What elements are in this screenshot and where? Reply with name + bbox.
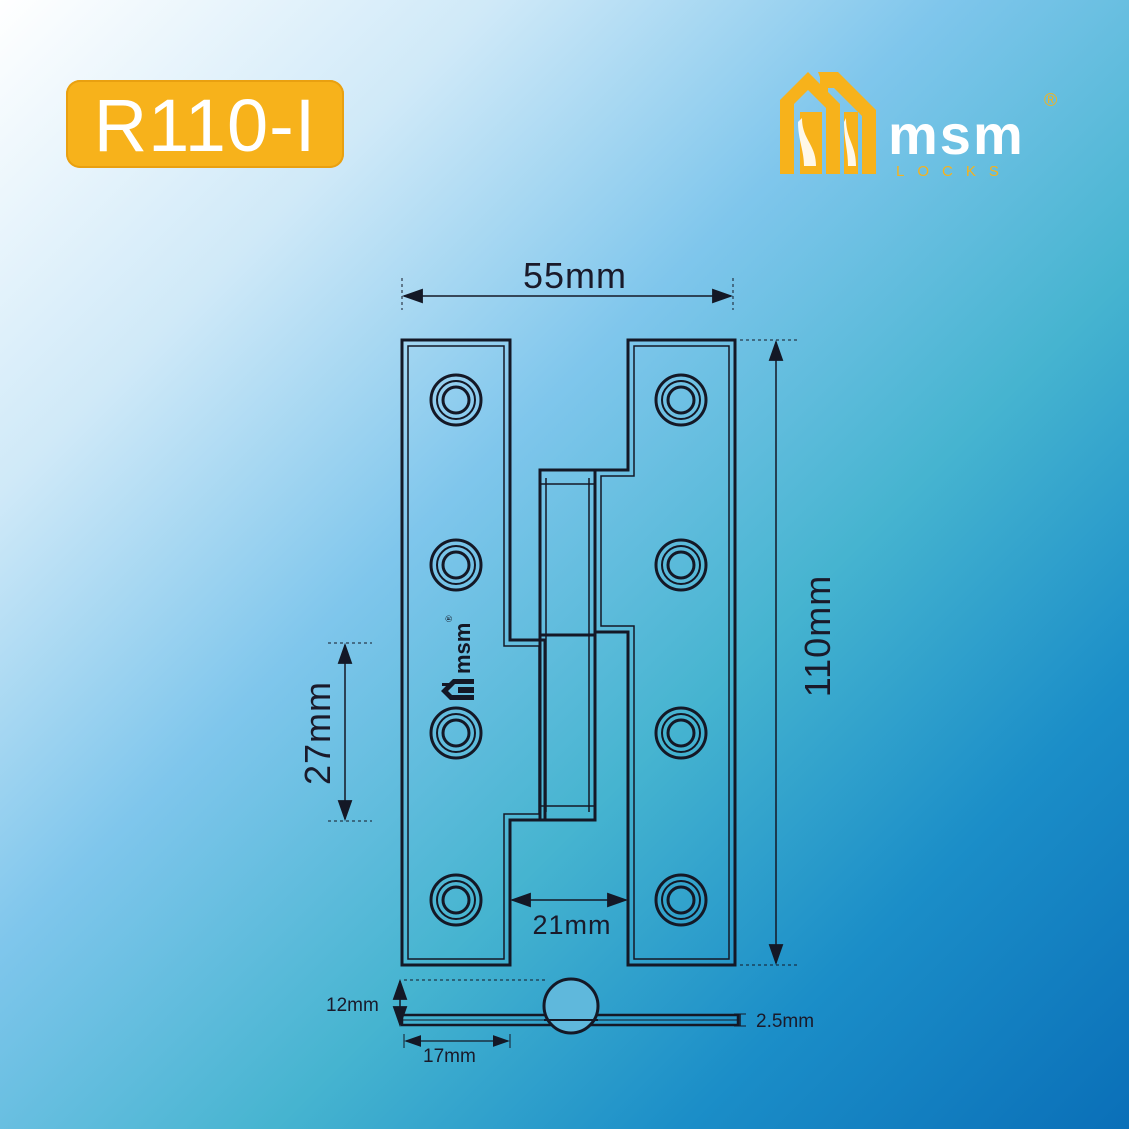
dimension-leaf-offset-label: 17mm bbox=[423, 1046, 476, 1067]
dimension-leaf-offset bbox=[403, 1034, 511, 1048]
screw-hole-icon bbox=[429, 373, 483, 427]
screw-hole-icon bbox=[654, 873, 708, 927]
screw-hole-icon bbox=[654, 706, 708, 760]
brand-tagline: LOCKS bbox=[896, 163, 1012, 180]
hinge-knuckle bbox=[538, 468, 597, 822]
dimension-height-label: 110mm bbox=[797, 575, 838, 697]
screw-hole-icon bbox=[654, 373, 708, 427]
dimension-knuckle-diameter-label: 12mm bbox=[326, 995, 379, 1016]
stamp-registered-mark: ® bbox=[444, 615, 454, 622]
msm-locks-logo: msm ® LOCKS bbox=[780, 72, 1057, 180]
hinge-stamp: msm ® bbox=[441, 615, 475, 700]
dimension-thickness-label: 2.5mm bbox=[756, 1011, 814, 1032]
dimension-width bbox=[401, 278, 734, 310]
brand-name: msm bbox=[888, 103, 1025, 166]
dimension-gap-label: 21mm bbox=[532, 910, 611, 940]
dimension-width-label: 55mm bbox=[523, 255, 627, 296]
screw-holes bbox=[429, 373, 708, 927]
model-badge: R110-I bbox=[66, 80, 344, 168]
screw-hole-icon bbox=[654, 538, 708, 592]
screw-hole-icon bbox=[429, 706, 483, 760]
right-leaf-inner bbox=[600, 345, 730, 960]
stamp-brand-name: msm bbox=[450, 623, 475, 674]
model-code: R110-I bbox=[93, 84, 317, 167]
dimension-height bbox=[740, 339, 800, 966]
hinge-side-profile bbox=[400, 977, 740, 1035]
screw-hole-icon bbox=[429, 538, 483, 592]
dimension-hole-spacing-label: 27mm bbox=[297, 681, 338, 785]
logo-mark-icon bbox=[780, 72, 876, 174]
dimension-thickness bbox=[734, 1013, 746, 1027]
screw-hole-icon bbox=[429, 873, 483, 927]
dimension-hole-spacing bbox=[328, 642, 372, 822]
stamp-logo-icon bbox=[441, 679, 474, 700]
brand-registered-mark: ® bbox=[1044, 90, 1057, 110]
right-leaf-outline bbox=[593, 338, 737, 967]
